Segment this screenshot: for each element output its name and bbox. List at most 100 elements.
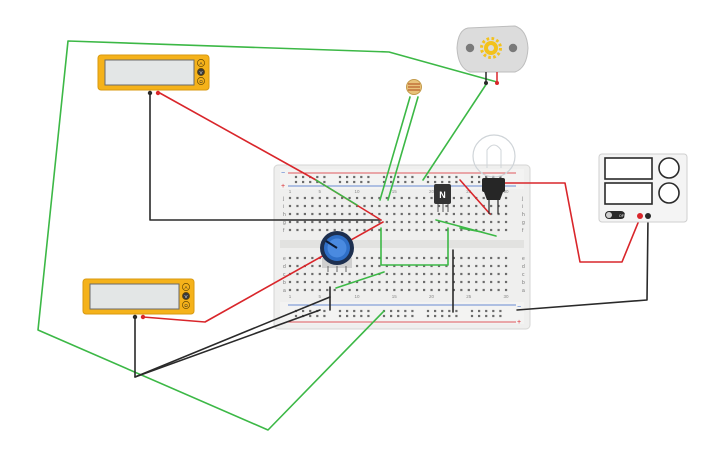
breadboard-hole[interactable]	[370, 196, 374, 200]
breadboard-hole[interactable]	[448, 309, 451, 313]
breadboard-hole[interactable]	[393, 288, 396, 292]
breadboard-hole[interactable]	[404, 314, 407, 318]
breadboard-hole[interactable]	[353, 314, 356, 318]
breadboard-holes[interactable]	[288, 175, 508, 318]
breadboard-hole[interactable]	[452, 280, 455, 284]
breadboard-hole[interactable]	[397, 309, 400, 313]
breadboard-hole[interactable]	[426, 309, 430, 313]
breadboard-hole[interactable]	[341, 204, 344, 208]
breadboard-hole[interactable]	[288, 256, 292, 260]
breadboard-hole[interactable]	[437, 204, 441, 208]
multimeter-top[interactable]: A V Ω	[97, 54, 210, 96]
breadboard-hole[interactable]	[497, 272, 500, 276]
breadboard-hole[interactable]	[316, 314, 319, 318]
breadboard-hole[interactable]	[288, 280, 292, 284]
wire-green-ldr-b[interactable]	[387, 96, 419, 201]
breadboard-hole[interactable]	[400, 272, 403, 276]
breadboard-hole[interactable]	[370, 264, 374, 268]
breadboard-hole[interactable]	[504, 196, 508, 200]
breadboard-hole[interactable]	[504, 272, 508, 276]
breadboard-hole[interactable]	[311, 212, 314, 216]
breadboard-hole[interactable]	[296, 264, 299, 268]
breadboard-hole[interactable]	[348, 272, 351, 276]
breadboard-hole[interactable]	[370, 228, 374, 232]
breadboard-hole[interactable]	[434, 314, 437, 318]
wire-green-top-rail[interactable]	[315, 179, 358, 206]
breadboard-hole[interactable]	[311, 220, 314, 224]
breadboard-hole[interactable]	[452, 272, 455, 276]
breadboard-hole[interactable]	[400, 280, 403, 284]
breadboard-hole[interactable]	[311, 204, 314, 208]
breadboard-hole[interactable]	[445, 272, 448, 276]
breadboard-hole[interactable]	[467, 288, 470, 292]
breadboard-hole[interactable]	[470, 314, 474, 318]
breadboard-hole[interactable]	[311, 280, 314, 284]
breadboard-hole[interactable]	[504, 280, 508, 284]
breadboard-hole[interactable]	[363, 256, 366, 260]
breadboard-hole[interactable]	[482, 280, 485, 284]
breadboard-hole[interactable]	[475, 256, 478, 260]
breadboard-hole[interactable]	[318, 228, 321, 232]
breadboard-hole[interactable]	[367, 180, 370, 184]
breadboard-hole[interactable]	[452, 196, 455, 200]
breadboard-hole[interactable]	[288, 228, 292, 232]
breadboard-hole[interactable]	[404, 180, 407, 184]
breadboard-hole[interactable]	[408, 196, 411, 200]
breadboard-hole[interactable]	[423, 280, 426, 284]
breadboard-hole[interactable]	[341, 288, 344, 292]
breadboard-hole[interactable]	[318, 272, 321, 276]
breadboard-hole[interactable]	[408, 272, 411, 276]
breadboard-hole[interactable]	[415, 228, 418, 232]
breadboard-hole[interactable]	[482, 256, 485, 260]
breadboard-hole[interactable]	[323, 180, 326, 184]
breadboard-hole[interactable]	[346, 309, 349, 313]
breadboard-hole[interactable]	[393, 220, 396, 224]
breadboard-hole[interactable]	[341, 212, 344, 216]
wire-black-meter1-com[interactable]	[149, 91, 382, 221]
breadboard-hole[interactable]	[467, 220, 470, 224]
breadboard-hole[interactable]	[378, 228, 381, 232]
mode-v-button[interactable]	[182, 292, 190, 300]
breadboard-hole[interactable]	[302, 180, 305, 184]
breadboard-hole[interactable]	[294, 180, 298, 184]
breadboard-hole[interactable]	[318, 280, 321, 284]
multimeter-bottom[interactable]: A V Ω	[82, 278, 195, 320]
breadboard-hole[interactable]	[367, 309, 370, 313]
breadboard-hole[interactable]	[370, 256, 374, 260]
breadboard-hole[interactable]	[490, 280, 493, 284]
breadboard-hole[interactable]	[353, 309, 356, 313]
breadboard-hole[interactable]	[311, 288, 314, 292]
breadboard-hole[interactable]	[411, 175, 414, 179]
mode-v-button[interactable]	[197, 68, 205, 76]
mode-ohm-button[interactable]	[182, 301, 190, 309]
breadboard-hole[interactable]	[441, 314, 444, 318]
breadboard-hole[interactable]	[385, 204, 388, 208]
breadboard-hole[interactable]	[411, 309, 414, 313]
dc-motor[interactable]	[456, 25, 529, 85]
breadboard-hole[interactable]	[430, 288, 433, 292]
breadboard-hole[interactable]	[460, 272, 463, 276]
breadboard-hole[interactable]	[445, 264, 448, 268]
breadboard-hole[interactable]	[333, 220, 336, 224]
breadboard-hole[interactable]	[411, 314, 414, 318]
breadboard-hole[interactable]	[393, 256, 396, 260]
breadboard-hole[interactable]	[323, 314, 326, 318]
breadboard-hole[interactable]	[318, 196, 321, 200]
breadboard-hole[interactable]	[302, 175, 305, 179]
breadboard-hole[interactable]	[400, 288, 403, 292]
breadboard-hole[interactable]	[363, 280, 366, 284]
breadboard-hole[interactable]	[445, 280, 448, 284]
breadboard-hole[interactable]	[341, 228, 344, 232]
breadboard-hole[interactable]	[452, 264, 455, 268]
breadboard-hole[interactable]	[400, 264, 403, 268]
wire-green-diag1[interactable]	[435, 219, 497, 237]
breadboard-hole[interactable]	[445, 212, 448, 216]
breadboard-hole[interactable]	[423, 288, 426, 292]
breadboard-hole[interactable]	[390, 309, 393, 313]
breadboard-hole[interactable]	[318, 204, 321, 208]
breadboard-hole[interactable]	[423, 220, 426, 224]
breadboard-hole[interactable]	[434, 180, 437, 184]
breadboard-hole[interactable]	[303, 228, 306, 232]
breadboard-hole[interactable]	[333, 204, 336, 208]
breadboard-hole[interactable]	[400, 204, 403, 208]
